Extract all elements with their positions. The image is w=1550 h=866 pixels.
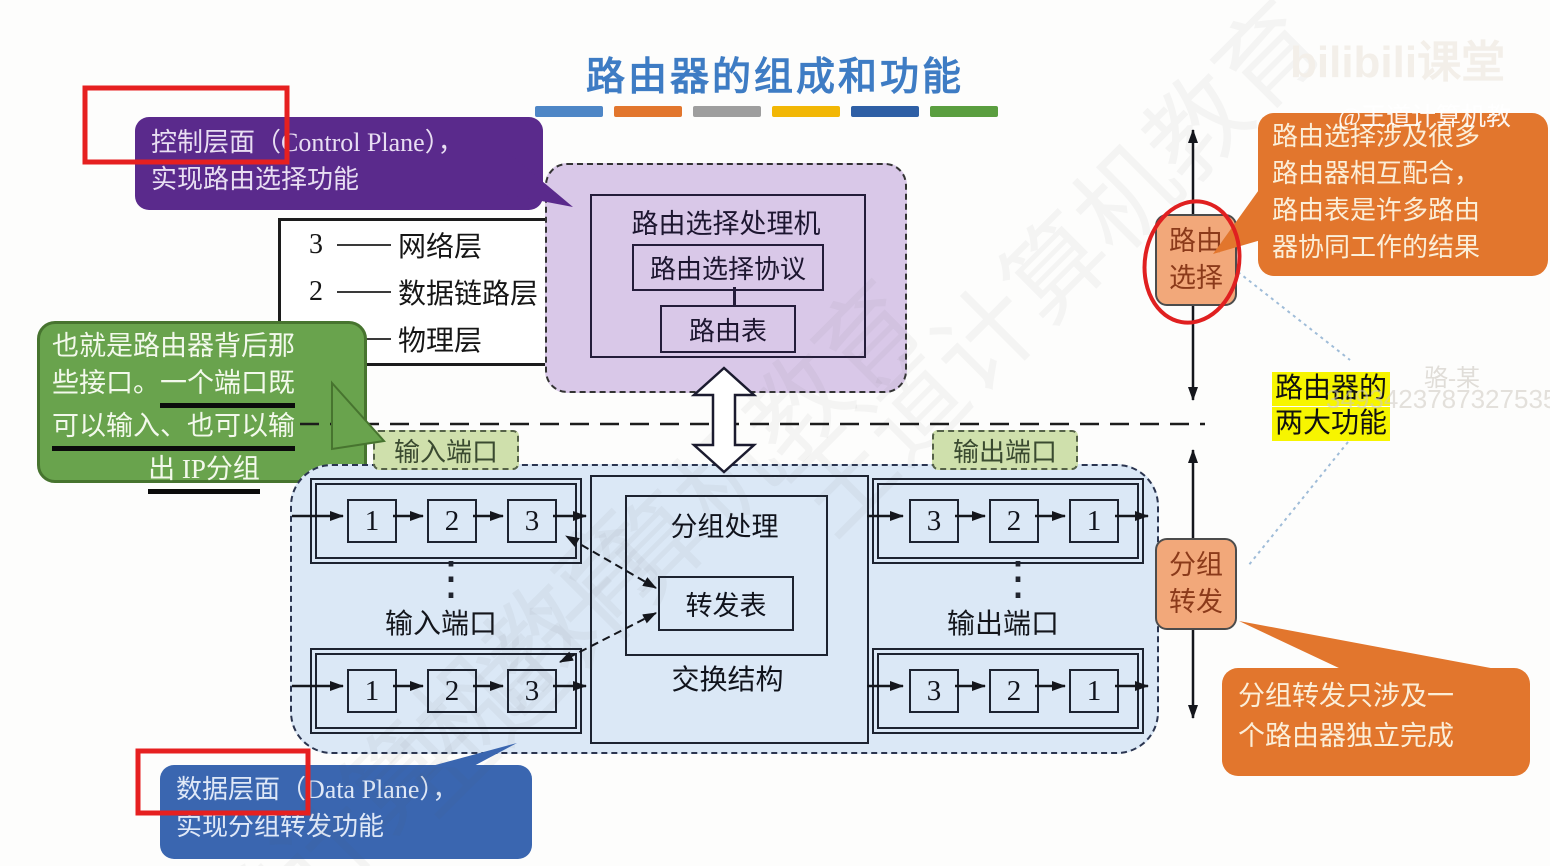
routing-note-callout: 路由选择涉及很多 路由器相互配合， 路由表是许多路由 器协同工作的结果 bbox=[1258, 113, 1548, 276]
layer-number: 2 bbox=[309, 275, 323, 307]
output-ports-label: 输出端口 bbox=[947, 609, 1060, 640]
layer-row-network: 3 网络层 bbox=[281, 221, 548, 268]
input-port-unit-bottom: 1 2 3 bbox=[310, 648, 582, 734]
control-plane-region bbox=[545, 163, 907, 393]
routing-note-line: 器协同工作的结果 bbox=[1272, 233, 1481, 262]
author-watermark: @王道计算机教 bbox=[1338, 104, 1512, 131]
stage-box-2: 2 bbox=[989, 499, 1039, 543]
bar-blue bbox=[535, 106, 603, 117]
switch-fabric-label: 交换结构 bbox=[671, 665, 784, 696]
page-title: 路由器的组成和功能 bbox=[585, 56, 964, 99]
control-plane-english: （Control Plane）， bbox=[255, 128, 464, 157]
forwarding-function-line: 转发 bbox=[1169, 587, 1223, 617]
input-port-tag: 输入端口 bbox=[373, 430, 519, 470]
stage-box-1: 1 bbox=[1069, 669, 1119, 713]
stage-box-3: 3 bbox=[507, 499, 557, 543]
ports-note-callout: 也就是路由器背后那 些接口。一个端口既 可以输入、也可以输 出 IP分组 bbox=[37, 321, 367, 494]
forwarding-note-line: 分组转发只涉及一 bbox=[1238, 681, 1454, 711]
ports-note-underlined: 一个端口既 bbox=[160, 365, 295, 408]
routing-protocol-box: 路由选择协议 bbox=[632, 244, 824, 291]
two-functions-highlight: 路由器的 两大功能 bbox=[1272, 372, 1391, 442]
stage-box-3: 3 bbox=[909, 669, 959, 713]
control-plane-term: 控制层面 bbox=[151, 128, 256, 157]
input-port-unit-inner: 1 2 3 bbox=[315, 653, 577, 729]
output-port-unit-inner: 3 2 1 bbox=[877, 653, 1139, 729]
bar-green bbox=[930, 106, 998, 117]
bar-darkblue bbox=[851, 106, 919, 117]
brand-watermark: bilibili课堂 bbox=[1290, 38, 1506, 87]
layer-row-datalink: 2 数据链路层 bbox=[281, 268, 548, 315]
name-watermark: 骆-某 bbox=[1424, 366, 1480, 392]
ports-note-line3: 可以输入、也可以输 bbox=[52, 408, 356, 451]
output-port-unit-inner: 3 2 1 bbox=[877, 483, 1139, 559]
layer-number: 3 bbox=[309, 228, 323, 260]
routing-function-line: 选择 bbox=[1169, 263, 1223, 293]
ports-note-underlined: 出 IP分组 bbox=[148, 451, 260, 494]
ports-note-line2: 些接口。一个端口既 bbox=[52, 365, 356, 408]
dotted-link-routing bbox=[1237, 271, 1351, 361]
protocol-table-connector bbox=[733, 287, 736, 305]
routing-function-line: 路由 bbox=[1169, 226, 1223, 256]
switch-fabric-box bbox=[590, 475, 869, 744]
layer-label: 数据链路层 bbox=[398, 278, 539, 310]
routing-processor-box bbox=[590, 194, 866, 358]
two-functions-line: 两大功能 bbox=[1272, 407, 1391, 441]
ports-note-line4: 出 IP分组 bbox=[52, 451, 356, 494]
input-port-unit-inner: 1 2 3 bbox=[315, 483, 577, 559]
uid-watermark: 3493423787327535 bbox=[1326, 384, 1550, 414]
input-ports-label: 输入端口 bbox=[385, 609, 498, 640]
output-port-unit-top: 3 2 1 bbox=[872, 478, 1144, 564]
output-port-unit-bottom: 3 2 1 bbox=[872, 648, 1144, 734]
title-divider-bars bbox=[535, 106, 998, 117]
bar-orange bbox=[614, 106, 682, 117]
layer-connector-line bbox=[337, 243, 391, 246]
dotted-link-forwarding bbox=[1247, 441, 1349, 567]
routing-function-box: 路由 选择 bbox=[1155, 214, 1237, 306]
routing-note-line: 路由表是许多路由 bbox=[1272, 196, 1481, 225]
packet-processing-label: 分组处理 bbox=[670, 512, 779, 542]
stage-box-1: 1 bbox=[1069, 499, 1119, 543]
routing-note-line: 路由选择涉及很多 bbox=[1272, 122, 1481, 151]
input-port-unit-top: 1 2 3 bbox=[310, 478, 582, 564]
control-plane-callout: 控制层面（Control Plane）， 实现路由选择功能 bbox=[135, 117, 543, 210]
two-functions-line: 路由器的 bbox=[1272, 372, 1391, 406]
orange-bottom-callout-tail bbox=[1239, 621, 1496, 669]
routing-note-line: 路由器相互配合， bbox=[1272, 159, 1481, 188]
forwarding-note-callout: 分组转发只涉及一 个路由器独立完成 bbox=[1222, 668, 1530, 776]
bar-yellow bbox=[772, 106, 840, 117]
forwarding-table-box: 转发表 bbox=[658, 576, 794, 631]
routing-table-box: 路由表 bbox=[660, 305, 796, 353]
forwarding-function-line: 分组 bbox=[1169, 550, 1223, 580]
layer-connector-line bbox=[337, 290, 391, 293]
layer-label: 网络层 bbox=[398, 231, 483, 263]
output-port-tag: 输出端口 bbox=[932, 430, 1078, 470]
stage-box-1: 1 bbox=[347, 499, 397, 543]
bar-gray bbox=[693, 106, 761, 117]
forwarding-function-box: 分组 转发 bbox=[1155, 538, 1237, 630]
data-plane-function: 实现分组转发功能 bbox=[176, 812, 385, 841]
ports-note-line1: 也就是路由器背后那 bbox=[52, 331, 295, 361]
stage-box-2: 2 bbox=[989, 669, 1039, 713]
routing-processor-title: 路由选择处理机 bbox=[631, 209, 821, 239]
stage-box-2: 2 bbox=[427, 669, 477, 713]
layer-label: 物理层 bbox=[398, 325, 483, 357]
ports-note-underlined: 可以输入、也可以输 bbox=[52, 408, 295, 451]
forwarding-note-line: 个路由器独立完成 bbox=[1238, 721, 1454, 751]
ports-note-text: 些接口。 bbox=[52, 368, 160, 398]
control-plane-function: 实现路由选择功能 bbox=[151, 165, 360, 194]
stage-box-2: 2 bbox=[427, 499, 477, 543]
stage-box-3: 3 bbox=[909, 499, 959, 543]
stage-box-3: 3 bbox=[507, 669, 557, 713]
stage-box-1: 1 bbox=[347, 669, 397, 713]
